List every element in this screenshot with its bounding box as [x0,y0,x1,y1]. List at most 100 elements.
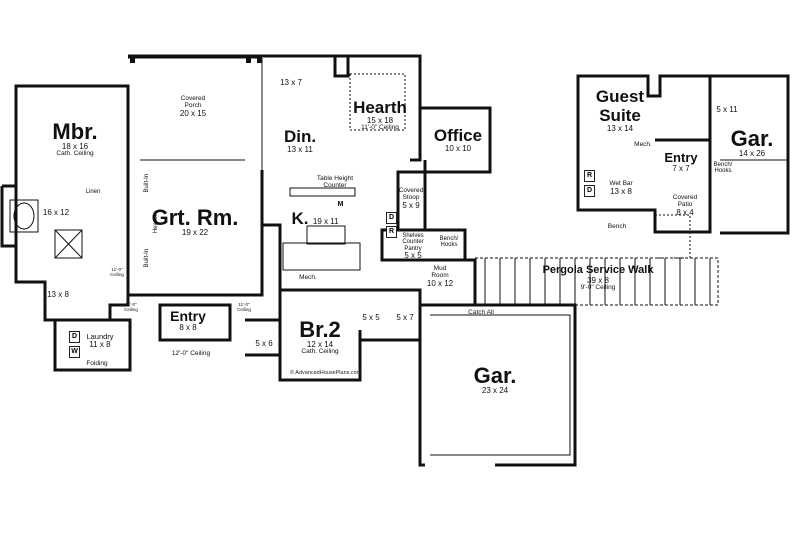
room-porch-small: 13 x 7 [280,78,302,87]
guest-bench-hooks: Bench/ Hooks [713,162,733,175]
room-name: Gar. [730,126,774,151]
room-dim: 8 x 4 [676,207,694,217]
bath-tub-basin [13,202,35,230]
room-name: Covered Patio [672,194,698,208]
room-dim: 13 x 14 [606,124,634,134]
room-name: Din. [283,127,317,146]
room-dim: 13 x 8 [610,186,632,196]
room-bath-br2b: 5 x 7 [396,313,413,322]
porch-post-1 [130,58,135,63]
room-catch-all: Catch All [468,309,494,316]
room-guest-mech: Mech. [634,141,652,148]
dryer-icon: D [69,331,80,343]
room-dim: 5 x 5 [362,313,380,322]
credit-text: © AdvancedHousePlans.com [290,370,362,376]
ceiling-note-c: 11'-0" Ceiling [237,302,251,312]
room-note: 11'-0" Ceiling [361,124,399,132]
room-dim: 7 x 7 [672,163,690,173]
room-name: Grt. Rm. [151,205,239,230]
ceiling-note-a: 11'-0" Ceiling [110,267,124,277]
washer-icon: W [69,346,80,358]
room-dim: 5 x 9 [402,200,420,210]
hearth-room-outline [349,73,406,131]
room-dim: 15 x 18 [366,115,394,125]
porch-column-line [128,57,263,170]
room-dim: 20 x 15 [179,108,207,118]
room-note: Cath. Ceiling [56,150,94,158]
main-garage-door [430,314,571,456]
porch-post-3 [257,58,262,63]
room-name: Gar. [473,363,517,388]
room-name: Entry [664,150,698,165]
room-name: Mud Room [431,265,449,279]
room-garage-main: Gar. 23 x 24 [474,364,517,395]
room-dim: 16 x 12 [42,208,70,217]
room-dim: 13 x 8 [47,290,69,299]
wall-office [420,106,492,174]
room-guest-small: 5 x 11 [716,105,737,114]
room-name: K. [291,209,309,228]
bench-hooks-main: Bench/ Hooks [439,236,459,249]
room-dim: 19 x 11 [312,217,339,226]
room-br2: Br.2 12 x 14 Cath. Ceiling [299,318,341,356]
table-height-counter-label: Table Height Counter [316,175,354,189]
hearth-fixture: Hearth [152,215,159,234]
room-bath-entry: 5 x 6 [255,339,273,348]
bath-tub [9,199,39,233]
room-dim: 11 x 8 [89,339,111,349]
pergola-walk [475,257,719,306]
room-garage-guest: Gar. 14 x 26 [731,127,774,158]
kitchen-island [306,225,346,245]
room-name: Hearth [353,98,407,117]
guest-bench-label: Bench [607,223,627,230]
built-in-2: Built-In [144,248,151,268]
wall-master-bath-bump [0,184,16,248]
room-dim: 10 x 12 [426,278,454,288]
room-bath-br2a: 5 x 5 [362,313,380,322]
guest-fridge-icon: R [584,170,595,182]
wall-guest-garage [710,74,790,235]
room-name: Office [433,126,483,145]
room-note: 9'-0" Ceiling [580,283,616,291]
guest-dishwasher-icon: D [584,185,595,197]
room-name: Wet Bar [609,180,633,187]
room-mech-main: Mech. [299,274,317,281]
wall-laundry [53,318,132,372]
fridge-icon: R [386,226,397,238]
room-dim: 5 x 5 [404,250,422,260]
room-dim: 14 x 26 [738,149,766,159]
linen-label: Linen [85,189,101,195]
room-name: Covered Stoop [398,187,424,201]
room-name: Pergola Service Walk [542,264,654,276]
room-kitchen: K. 19 x 11 [291,210,338,229]
entry-ceiling-note: 12'-0" Ceiling [171,350,211,357]
room-name: Shelves Counter Pantry [402,233,424,252]
room-guest-wet-bar: Wet Bar 13 x 8 [609,180,633,196]
room-dim: 5 x 6 [255,339,273,348]
room-dim: 10 x 10 [444,143,472,153]
room-laundry: Laundry 11 x 8 [86,333,113,349]
room-hearth: Hearth 15 x 18 11'-0" Ceiling [353,99,407,132]
wall-grtrm-south [128,170,264,297]
table-counter [289,187,356,197]
guest-patio-deck [655,214,691,259]
room-guest-entry: Entry 7 x 7 [664,151,697,173]
room-dim: 19 x 22 [181,228,209,238]
shower-x [54,229,83,259]
room-name: Laundry [86,332,114,341]
room-bath-master: 16 x 12 [42,208,70,217]
room-office: Office 10 x 10 [434,127,482,153]
ceiling-note-b: 11'-0" Ceiling [124,302,138,312]
wall-kitchen-west [262,223,362,382]
room-closet-master: 13 x 8 [47,290,69,299]
wall-entry [158,303,232,342]
room-dim: 18 x 16 [61,142,89,152]
wall-main-north [128,54,350,78]
room-name: Covered Porch [180,95,206,109]
room-note: Cath. Ceiling [301,348,339,356]
room-name: Br.2 [299,317,341,342]
kitchen-counter-west [282,242,361,271]
